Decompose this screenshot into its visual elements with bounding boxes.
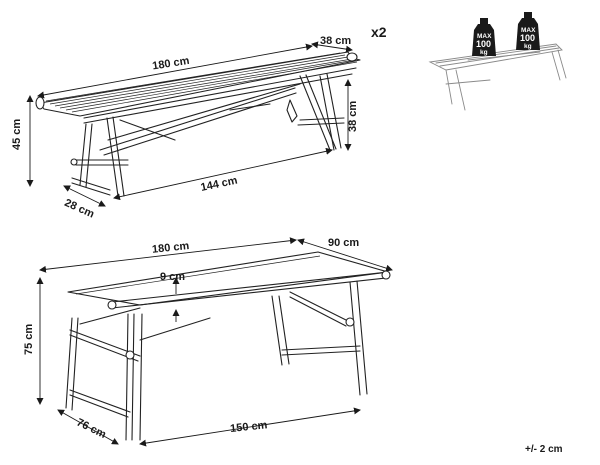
bench-depth-label: 38 cm [320, 35, 351, 47]
table-drawing [65, 251, 391, 441]
bench-base-length-label: 144 cm [200, 174, 239, 194]
table-height-label: 75 cm [23, 324, 35, 355]
bench-leg-height-label: 38 cm [347, 101, 359, 132]
bench-base-depth-label: 28 cm [63, 197, 97, 221]
weight-badge-icon: MAX 100 kg [516, 12, 540, 50]
bench-drawing [35, 51, 361, 197]
bench-height-label: 45 cm [11, 119, 23, 150]
table-base-depth-label: 76 cm [75, 416, 108, 441]
svg-text:MAX: MAX [521, 27, 536, 34]
load-reference-thumbnail: MAX 100 kg MAX 100 kg [428, 12, 567, 111]
table-base-length-label: 150 cm [230, 419, 269, 435]
bench-dimensions [26, 41, 353, 207]
table-length-label: 180 cm [151, 240, 190, 256]
svg-text:kg: kg [524, 43, 532, 50]
svg-text:MAX: MAX [477, 33, 492, 40]
tolerance-note: +/- 2 cm [525, 444, 563, 455]
svg-text:kg: kg [480, 49, 488, 56]
bench-length-label: 180 cm [152, 55, 191, 73]
table-dimensions [36, 237, 393, 447]
weight-badge-icon: MAX 100 kg [472, 18, 496, 56]
svg-text:100: 100 [476, 39, 491, 49]
svg-text:100: 100 [520, 33, 535, 43]
table-depth-label: 90 cm [328, 237, 359, 249]
bench-quantity-label: x2 [371, 24, 387, 40]
table-rim-label: 9 cm [160, 271, 185, 283]
